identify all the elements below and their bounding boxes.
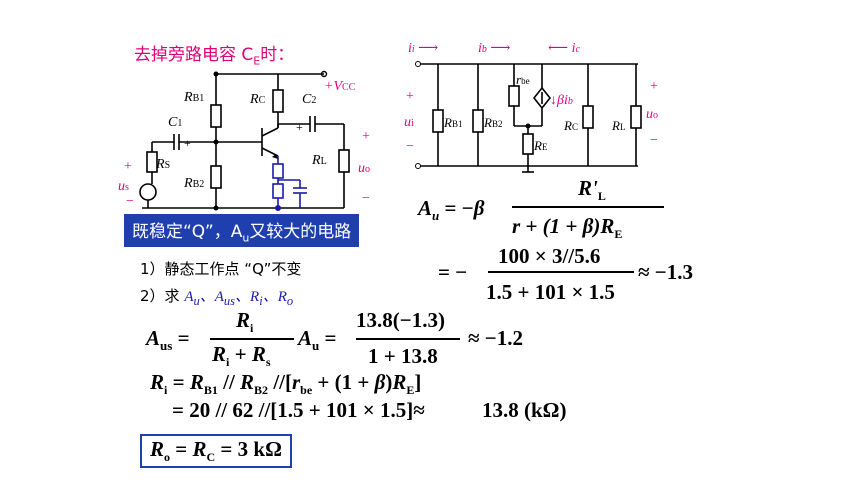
aus-num-value: 13.8(−1.3)	[356, 308, 445, 332]
amplifier-circuit-diagram: RB1 RC C2 C1 RS RB2 RL +VCC + us − + uo …	[118, 70, 370, 211]
beta-ib-label: ↓βib	[550, 93, 573, 108]
rc-label: RC	[249, 92, 266, 107]
section-heading: 去掉旁路电容 CE时：	[134, 45, 295, 68]
uo-right-label: uo	[646, 107, 658, 122]
rb2-label: RB2	[183, 176, 204, 191]
rs-label: RS	[155, 157, 170, 172]
ib-label: ib ⟶	[478, 41, 510, 56]
vcc-label: +VCC	[324, 79, 356, 94]
svg-text:+: +	[184, 136, 191, 150]
list-item-2: 2）求 Au、Aus、Ri、Ro	[140, 287, 294, 308]
uo-label: uo	[358, 161, 370, 176]
au-denominator: r + (1 + β)RE	[512, 214, 623, 242]
svg-text:+: +	[362, 129, 370, 144]
au-label: Au = −β	[418, 196, 485, 224]
svg-text:+: +	[296, 120, 303, 134]
svg-text:RL: RL	[611, 118, 625, 133]
svg-text:RE: RE	[533, 138, 548, 153]
aus-den-value: 1 + 13.8	[368, 344, 438, 368]
ri-numeric: = 20 // 62 //[1.5 + 101 × 1.5]≈	[172, 398, 425, 422]
svg-text:−: −	[406, 139, 414, 154]
au-numerator: R'L	[578, 176, 606, 204]
ic-label: ⟵ ic	[548, 41, 580, 56]
au-result: ≈ −1.3	[638, 260, 693, 284]
svg-text:RC: RC	[563, 118, 578, 133]
rb1-label: RB1	[183, 90, 204, 105]
ro-result-box: Ro = RC = 3 kΩ	[140, 434, 292, 469]
us-label: us	[118, 179, 129, 194]
rbe-label: rbe	[516, 72, 530, 87]
c1-label: C1	[168, 115, 182, 130]
ii-label: ii ⟶	[408, 41, 438, 56]
rl-label: RL	[311, 153, 327, 168]
svg-text:−: −	[650, 133, 658, 148]
au-num-value: 100 × 3//5.6	[498, 244, 601, 268]
svg-text:+: +	[406, 89, 414, 104]
svg-text:+: +	[124, 159, 132, 174]
ui-label: ui	[404, 115, 414, 130]
list-item-1: 1）静态工作点 “Q”不变	[140, 260, 302, 278]
svg-text:−: −	[362, 191, 370, 206]
highlight-banner: 既稳定“Q”，Au又较大的电路	[124, 214, 360, 248]
aus-result: ≈ −1.2	[468, 326, 523, 350]
svg-text:−: −	[126, 194, 134, 209]
small-signal-equivalent-circuit: RB1 RB2 rbe RE RC RL ii ⟶ ib ⟶ ⟵ ic ↓βib…	[404, 41, 658, 173]
svg-text:+: +	[650, 79, 658, 94]
au-den-value: 1.5 + 101 × 1.5	[486, 280, 615, 304]
ri-value: 13.8 (kΩ)	[482, 398, 567, 422]
svg-text:RB2: RB2	[483, 115, 502, 130]
c2-label: C2	[302, 92, 316, 107]
svg-text:RB1: RB1	[443, 115, 462, 130]
aus-label: Aus =	[146, 326, 190, 354]
au-fraction-line	[512, 206, 664, 208]
ri-formula: Ri = RB1 // RB2 //[rbe + (1 + β)RE]	[150, 370, 422, 398]
